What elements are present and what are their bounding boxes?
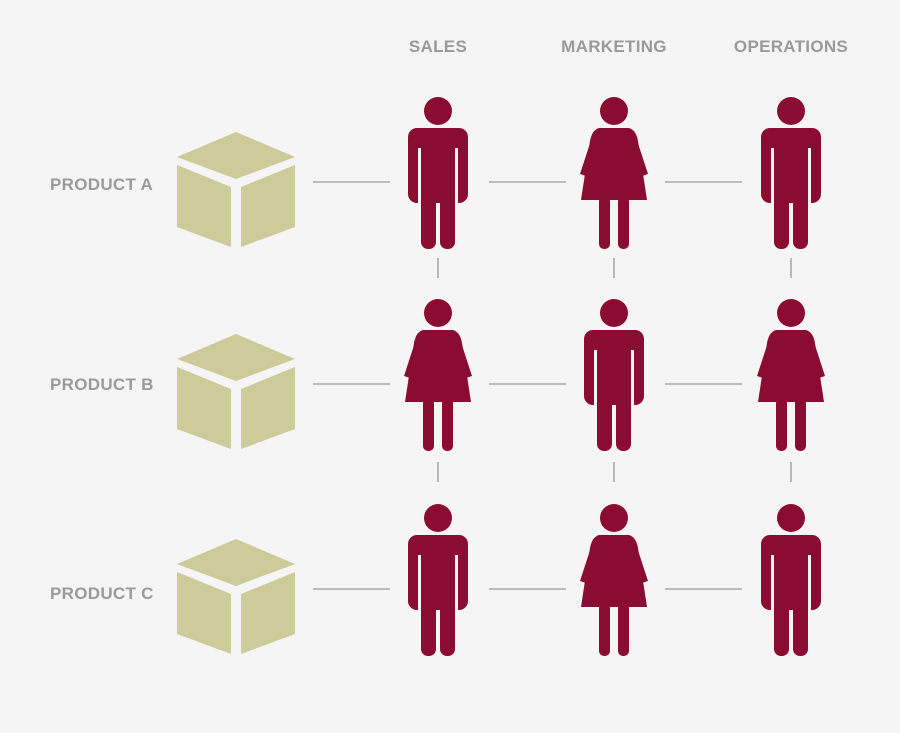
box-icon-row-2 xyxy=(177,334,295,449)
male-icon-row-3-col-1 xyxy=(408,504,468,656)
female-icon-row-2-col-1 xyxy=(404,299,472,451)
column-header-sales: SALES xyxy=(408,37,468,56)
box-icon-row-1 xyxy=(177,132,295,247)
female-icon-row-1-col-2 xyxy=(580,97,648,249)
male-icon-row-3-col-3 xyxy=(761,504,821,656)
female-icon-row-3-col-2 xyxy=(580,504,648,656)
male-icon-row-1-col-3 xyxy=(761,97,821,249)
box-icon-row-3 xyxy=(177,539,295,654)
row-label-product-a: PRODUCT A xyxy=(50,175,154,194)
row-label-product-b: PRODUCT B xyxy=(50,375,154,394)
male-icon-row-2-col-2 xyxy=(584,299,644,451)
column-header-marketing: MARKETING xyxy=(561,37,667,56)
column-header-operations: OPERATIONS xyxy=(733,37,849,56)
female-icon-row-2-col-3 xyxy=(757,299,825,451)
row-label-product-c: PRODUCT C xyxy=(50,584,154,603)
male-icon-row-1-col-1 xyxy=(408,97,468,249)
